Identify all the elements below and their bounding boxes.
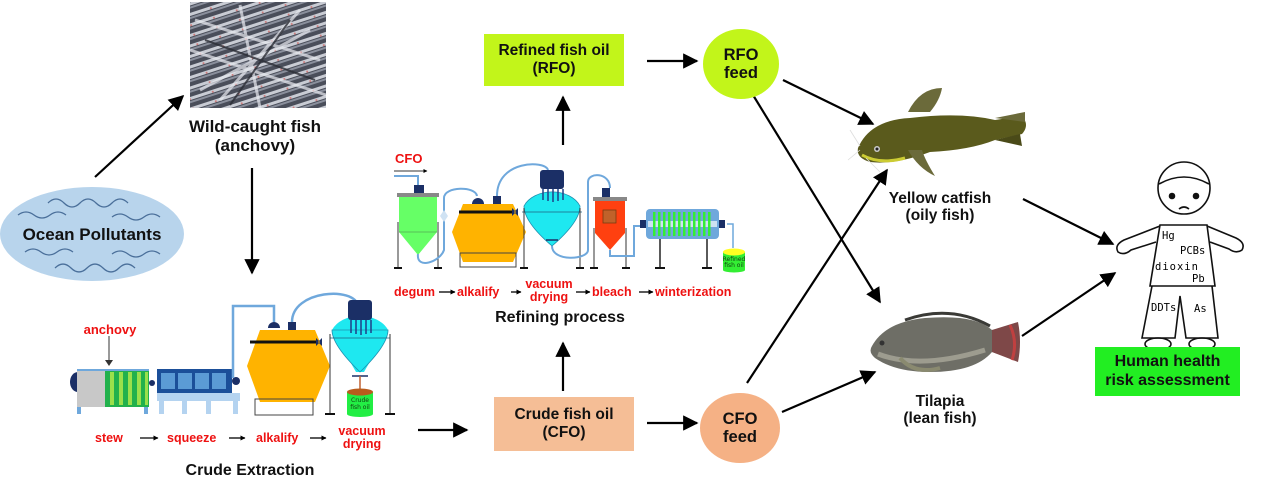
crude-step-vacuum-drying: vacuum drying	[331, 424, 393, 452]
pollutant-hg: Hg	[1162, 230, 1175, 242]
yellow-catfish-image	[847, 88, 1026, 176]
ocean-pollutants-node	[0, 187, 184, 281]
crude-step-vacuum-line2: drying	[342, 437, 382, 452]
refining-process-title: Refining process	[495, 309, 625, 326]
human-figure	[1116, 161, 1244, 351]
refining-step-alkalify: alkalify	[457, 285, 500, 299]
crude-fish-oil-can-label-2: fish oil	[350, 404, 370, 411]
arrow-tilapia-to-human	[1021, 272, 1117, 337]
crude-fish-oil-can-label-1: Crude	[351, 397, 369, 404]
human-health-risk-assessment-box: Human health risk assessment	[1095, 347, 1240, 396]
refined-fish-oil-box: Refined fish oil (RFO)	[484, 34, 624, 86]
pollutant-pb: Pb	[1192, 273, 1205, 285]
rfo-feed-line2: feed	[724, 64, 758, 82]
crude-fish-oil-line1: Crude fish oil	[514, 406, 614, 424]
tilapia-line2: (lean fish)	[903, 410, 977, 428]
refining-step-vacuum-line2: drying	[529, 290, 569, 305]
arrow-cfo-feed-to-tilapia	[781, 370, 877, 414]
pollutant-as: As	[1194, 303, 1207, 315]
refining-input-cfo-label: CFO	[395, 151, 423, 166]
refining-step-vacuum-line1: vacuum	[525, 277, 573, 291]
crude-extraction-title: Crude Extraction	[185, 462, 315, 479]
crude-extraction-equipment: Crude fish oil	[70, 292, 395, 417]
assessment-line1: Human health	[1114, 353, 1221, 371]
yellow-catfish-label: Yellow catfish (oily fish)	[860, 190, 1020, 225]
assessment-line2: risk assessment	[1105, 371, 1230, 389]
arrow-catfish-to-human	[1022, 198, 1115, 245]
pollutant-pcbs: PCBs	[1180, 245, 1206, 257]
arrow-rfo-feed-to-tilapia	[752, 94, 881, 304]
flow-arrows	[94, 53, 1117, 438]
refined-fish-oil-line1: Refined fish oil	[498, 42, 610, 60]
crude-step-squeeze: squeeze	[167, 431, 217, 445]
arrow-ocean-to-anchovy	[94, 94, 185, 178]
crude-fish-oil-line2: (CFO)	[542, 424, 586, 441]
cfo-feed-node: CFO feed	[700, 393, 780, 463]
ocean-pollutants-label: Ocean Pollutants	[22, 225, 162, 244]
tilapia-image	[870, 311, 1020, 372]
wild-caught-fish-label: Wild-caught fish (anchovy)	[170, 117, 340, 155]
crude-step-vacuum-line1: vacuum	[338, 424, 386, 438]
cfo-feed-line1: CFO	[722, 409, 758, 428]
tilapia-line1: Tilapia	[915, 393, 965, 410]
refining-step-vacuum-drying: vacuum drying	[520, 277, 578, 305]
crude-fish-oil-box: Crude fish oil (CFO)	[494, 397, 634, 451]
refining-step-winterization: winterization	[655, 285, 732, 299]
wild-caught-fish-line1: Wild-caught fish	[188, 117, 322, 136]
crude-step-stew: stew	[95, 431, 123, 445]
refining-step-degum: degum	[394, 285, 435, 299]
refined-fish-oil-can-label-1: Refined	[723, 256, 746, 263]
refined-fish-oil-line2: (RFO)	[532, 60, 576, 77]
cfo-feed-line2: feed	[723, 428, 757, 446]
refined-fish-oil-can-label-2: fish oil	[724, 262, 744, 269]
refining-step-bleach: bleach	[592, 285, 632, 299]
arrow-cfo-feed-to-catfish	[746, 168, 888, 384]
tilapia-label: Tilapia (lean fish)	[880, 393, 1000, 428]
crude-input-anchovy-label: anchovy	[83, 322, 137, 337]
yellow-catfish-line1: Yellow catfish	[888, 190, 992, 207]
pollutant-ddts: DDTs	[1151, 302, 1177, 314]
yellow-catfish-line2: (oily fish)	[905, 207, 975, 225]
crude-step-alkalify: alkalify	[256, 431, 299, 445]
anchovy-photo	[189, 2, 327, 109]
arrow-rfo-feed-to-catfish	[782, 79, 875, 125]
rfo-feed-node: RFO feed	[703, 29, 779, 99]
wild-caught-fish-line2: (anchovy)	[214, 136, 296, 156]
pollutant-dioxin: dioxin	[1155, 261, 1199, 273]
rfo-feed-line1: RFO	[723, 45, 759, 64]
refining-equipment: Refined fish oil	[394, 163, 746, 273]
